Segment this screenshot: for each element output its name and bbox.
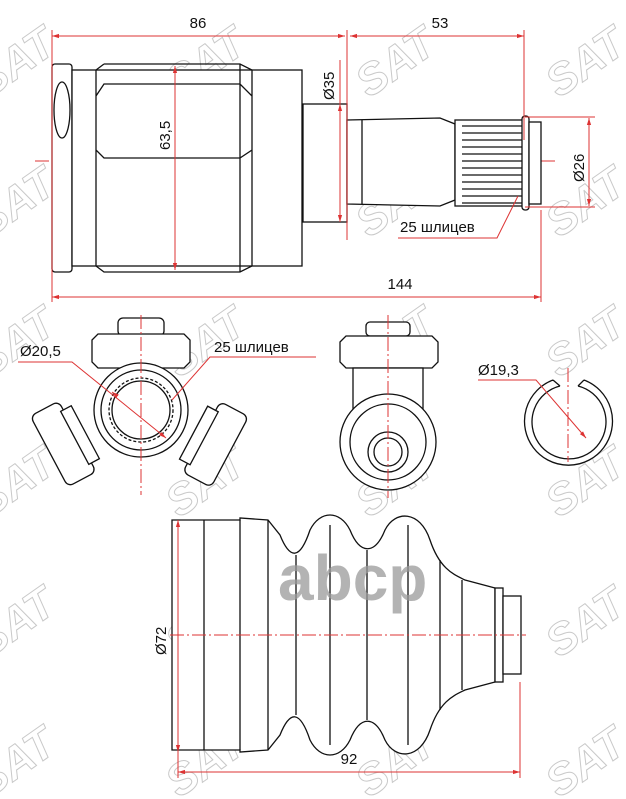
dim-92: 92 xyxy=(341,751,358,768)
sat-watermark: SAT xyxy=(537,16,626,107)
dim-d35: Ø35 xyxy=(321,72,338,100)
center-watermark: abcp xyxy=(278,542,427,614)
dim-d26: Ø26 xyxy=(571,154,588,182)
circlip-view: Ø19,3 xyxy=(478,362,614,466)
tripod-spline-note: 25 шлицев xyxy=(214,339,289,356)
sat-watermark: SAT xyxy=(537,716,626,799)
sat-watermark: SAT xyxy=(537,436,626,527)
sat-watermark: SAT xyxy=(0,576,67,667)
sat-watermark: SAT xyxy=(537,576,626,667)
sat-watermark: SAT xyxy=(0,716,67,799)
sat-watermark: SAT xyxy=(537,296,626,387)
outer-joint-view: 86 53 Ø35 63,5 Ø26 25 шлицев 144 xyxy=(35,15,595,302)
boot-view: Ø72 92 xyxy=(153,514,526,778)
dim-53: 53 xyxy=(432,15,449,32)
dim-d20-5: Ø20,5 xyxy=(20,343,61,360)
dim-144: 144 xyxy=(387,276,412,293)
dim-d72: Ø72 xyxy=(153,627,170,655)
tripod-view: Ø20,5 25 шлицев xyxy=(18,315,316,495)
sat-watermark: SAT xyxy=(0,296,67,387)
tripod-side-view xyxy=(339,315,439,498)
spline-note: 25 шлицев xyxy=(400,219,475,236)
dim-d19-3: Ø19,3 xyxy=(478,362,519,379)
dim-63-5: 63,5 xyxy=(157,121,174,150)
dim-86: 86 xyxy=(190,15,207,32)
